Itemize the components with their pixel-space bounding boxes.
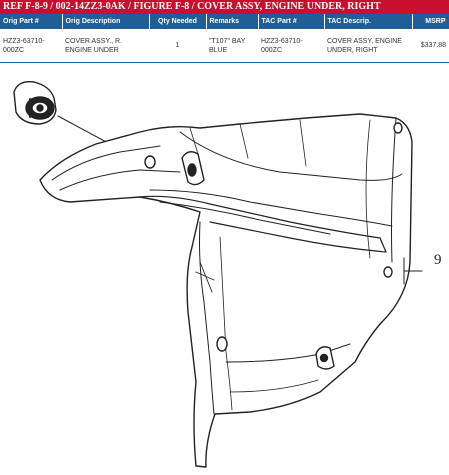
cell-tac-description: COVER ASSY, ENGINE UNDER, RIGHT [324, 29, 412, 63]
parts-table: Orig Part # Orig Description Qty Needed … [0, 14, 449, 63]
cell-qty: 1 [149, 29, 206, 63]
cell-orig-description: COVER ASSY., R. ENGINE UNDER [62, 29, 149, 63]
cell-msrp: $337.88 [412, 29, 449, 63]
col-remarks: Remarks [206, 14, 259, 29]
cell-orig-part: HZZ3-63710-000ZC [0, 29, 62, 63]
cell-remarks: "T107" BAY BLUE [206, 29, 258, 63]
grommet-part [13, 81, 57, 125]
table-header-row: Orig Part # Orig Description Qty Needed … [0, 14, 449, 29]
col-orig-description: Orig Description [62, 14, 150, 29]
callout-number: 9 [434, 252, 442, 268]
table-row: HZZ3-63710-000ZC COVER ASSY., R. ENGINE … [0, 29, 449, 63]
col-qty-needed: Qty Needed [149, 14, 207, 29]
col-msrp: MSRP [412, 14, 449, 29]
engine-under-cover-part [39, 113, 413, 468]
cell-tac-part: HZZ3-63710-000ZC [258, 29, 324, 63]
col-tac-description: TAC Descrip. [324, 14, 413, 29]
col-tac-part: TAC Part # [258, 14, 325, 29]
col-orig-part: Orig Part # [0, 14, 63, 29]
page-header: REF F-8-9 / 002-14ZZ3-0AK / FIGURE F-8 /… [0, 0, 449, 14]
part-diagram: 9 [13, 81, 442, 468]
